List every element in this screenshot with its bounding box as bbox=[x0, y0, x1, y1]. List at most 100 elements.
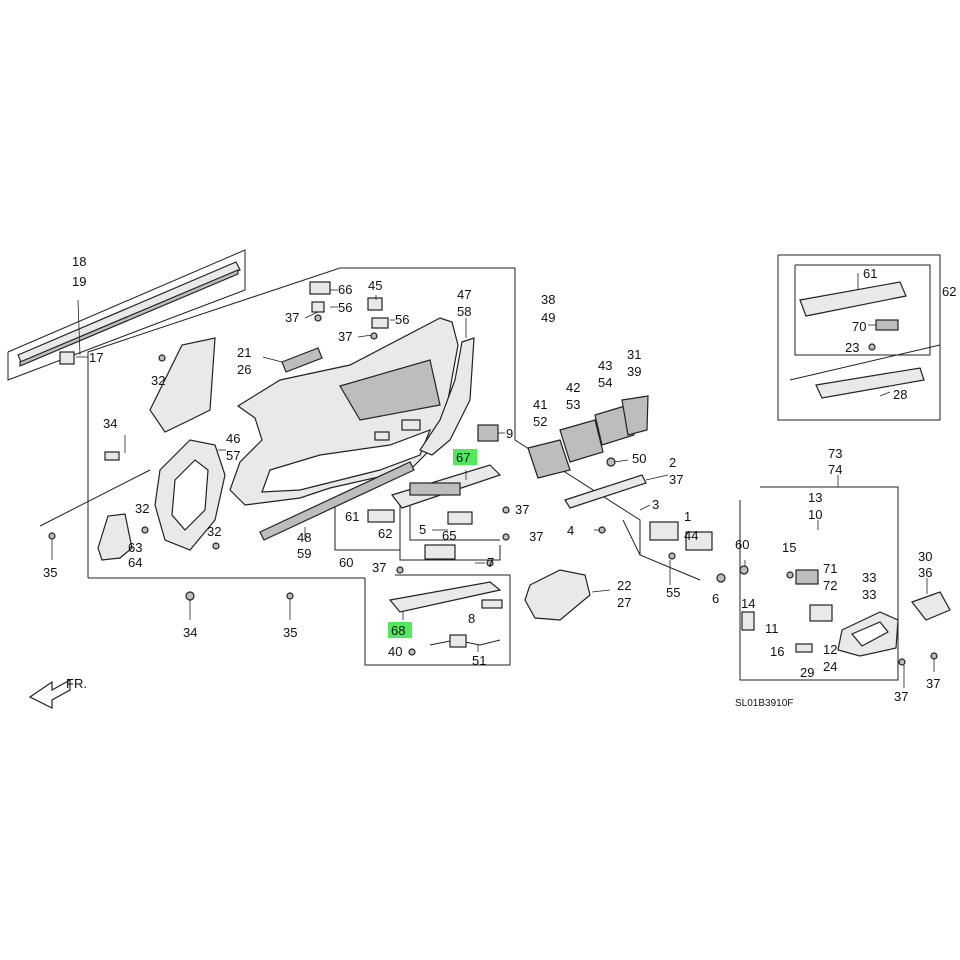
callout: 62 bbox=[942, 284, 956, 299]
callout: 61 bbox=[863, 266, 877, 281]
callout: 60 bbox=[735, 537, 749, 552]
armrest-handle bbox=[97, 513, 133, 561]
callout-highlighted: 67 bbox=[456, 450, 470, 465]
lock-14 bbox=[795, 643, 813, 653]
callout: 72 bbox=[823, 578, 837, 593]
highlight-22 bbox=[453, 449, 477, 465]
callout: 59 bbox=[297, 546, 311, 561]
catalog-code: SL01B3910F bbox=[735, 698, 793, 709]
callout: 32 bbox=[151, 373, 165, 388]
callout: 71 bbox=[823, 561, 837, 576]
callout: 66 bbox=[338, 282, 352, 297]
callout: 4 bbox=[567, 523, 574, 538]
panel-40 bbox=[527, 439, 571, 479]
panel-43 bbox=[621, 395, 649, 436]
callout: 35 bbox=[283, 625, 297, 640]
callout: 39 bbox=[627, 364, 641, 379]
callout: 24 bbox=[823, 659, 837, 674]
switch-lower bbox=[481, 599, 503, 609]
switch-61-inset bbox=[875, 319, 899, 331]
clip-45 bbox=[367, 297, 383, 311]
callout: 51 bbox=[472, 653, 486, 668]
callout: 46 bbox=[226, 431, 240, 446]
panel-41 bbox=[559, 419, 604, 463]
callout: 70 bbox=[852, 319, 866, 334]
callout: 33 bbox=[862, 587, 876, 602]
strip-39 bbox=[564, 474, 647, 509]
callout: 11 bbox=[765, 621, 779, 636]
callout: 53 bbox=[566, 397, 580, 412]
callout: 37 bbox=[894, 689, 908, 704]
callout: 42 bbox=[566, 380, 580, 395]
callout: 16 bbox=[770, 644, 784, 659]
callout: 73 bbox=[828, 446, 842, 461]
callout: 13 bbox=[808, 490, 822, 505]
callout: 38 bbox=[541, 292, 555, 307]
highlight-27 bbox=[388, 622, 412, 638]
panel-70 bbox=[815, 367, 925, 399]
callout: 14 bbox=[741, 596, 755, 611]
leader-lines bbox=[51, 273, 935, 688]
weatherstrip bbox=[7, 249, 246, 381]
group-frames bbox=[39, 254, 941, 681]
callout: 58 bbox=[457, 304, 471, 319]
callout: 34 bbox=[103, 416, 117, 431]
callout: 37 bbox=[338, 329, 352, 344]
callout: 61 bbox=[345, 509, 359, 524]
callout: 32 bbox=[135, 501, 149, 516]
door-handle-inner bbox=[851, 621, 889, 647]
callout: 60 bbox=[339, 555, 353, 570]
clip-56b bbox=[371, 317, 389, 329]
switch-65 bbox=[424, 544, 456, 560]
callout-highlighted: 68 bbox=[391, 623, 405, 638]
lower-switch-panel bbox=[388, 581, 502, 613]
handle-10 bbox=[795, 569, 819, 585]
callout: 33 bbox=[862, 570, 876, 585]
harness bbox=[429, 639, 501, 646]
callout: 9 bbox=[506, 426, 513, 441]
callout: 32 bbox=[207, 524, 221, 539]
callout: 36 bbox=[918, 565, 932, 580]
callout: 10 bbox=[808, 507, 822, 522]
knob-60 bbox=[741, 611, 755, 631]
callout: 50 bbox=[632, 451, 646, 466]
callout: 54 bbox=[598, 375, 612, 390]
callout: 57 bbox=[226, 448, 240, 463]
callout: 19 bbox=[72, 274, 86, 289]
direction-label: FR. bbox=[66, 676, 87, 691]
callout: 49 bbox=[541, 310, 555, 325]
callout: 15 bbox=[782, 540, 796, 555]
switch-61 bbox=[367, 509, 395, 523]
callout: 35 bbox=[43, 565, 57, 580]
callout: 18 bbox=[72, 254, 86, 269]
block-9 bbox=[477, 424, 499, 442]
callout: 26 bbox=[237, 362, 251, 377]
callout: 17 bbox=[89, 350, 103, 365]
harness-connector bbox=[449, 634, 467, 648]
clip-66 bbox=[309, 281, 331, 295]
callout: 28 bbox=[893, 387, 907, 402]
callout: 44 bbox=[684, 528, 698, 543]
callout: 30 bbox=[918, 549, 932, 564]
callout: 55 bbox=[666, 585, 680, 600]
callout: 31 bbox=[627, 347, 641, 362]
callout: 48 bbox=[297, 530, 311, 545]
callout: 37 bbox=[285, 310, 299, 325]
callout: 63 bbox=[128, 540, 142, 555]
callout: 52 bbox=[533, 414, 547, 429]
callout: 1 bbox=[684, 509, 691, 524]
inner-handle-small bbox=[281, 347, 323, 373]
switch-4 bbox=[685, 531, 713, 551]
callout: 64 bbox=[128, 555, 142, 570]
door-panel bbox=[229, 317, 459, 506]
fasteners bbox=[48, 314, 938, 666]
callout: 37 bbox=[669, 472, 683, 487]
switch-cluster bbox=[409, 482, 461, 496]
callout: 3 bbox=[652, 497, 659, 512]
callout: 2 bbox=[669, 455, 676, 470]
callout: 37 bbox=[372, 560, 386, 575]
callout: 37 bbox=[529, 529, 543, 544]
upper-bracket bbox=[149, 337, 216, 433]
front-arrow-icon bbox=[28, 678, 71, 709]
direction-arrow: FR. bbox=[28, 676, 87, 709]
